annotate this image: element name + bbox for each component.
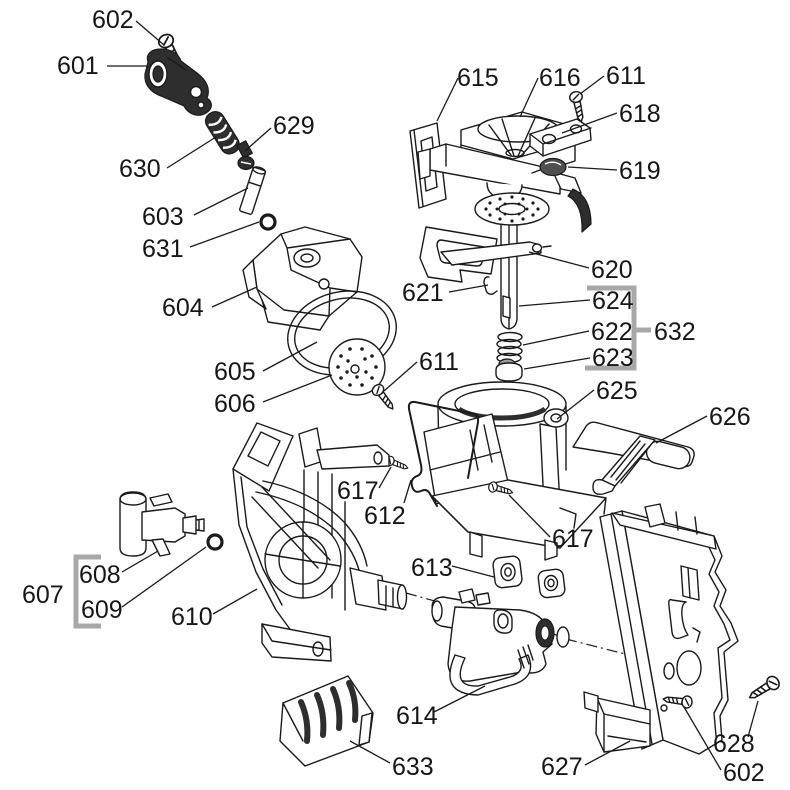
part-label-632: 632 <box>654 318 696 346</box>
part-inlet-valve-608 <box>119 491 205 557</box>
part-pump-valve-614 <box>431 588 555 696</box>
part-label-618: 618 <box>619 100 661 128</box>
part-spring-630 <box>204 110 240 155</box>
part-drive-frame-610 <box>232 422 408 662</box>
part-label-621: 621 <box>402 279 444 307</box>
part-inlet-funnel-616 <box>417 111 576 200</box>
screw-611-mid-icon <box>369 381 399 414</box>
part-oring-609 <box>206 533 224 551</box>
part-plunger-623 <box>495 358 523 382</box>
part-label-609: 609 <box>81 596 123 624</box>
part-label-607: 607 <box>22 581 64 609</box>
part-clip-621 <box>483 276 498 295</box>
part-label-611-mid: 611 <box>419 348 459 376</box>
part-label-615: 615 <box>457 64 499 92</box>
part-label-614: 614 <box>396 702 438 730</box>
part-ribbed-cover-633 <box>279 675 374 767</box>
part-label-620: 620 <box>591 256 633 284</box>
part-label-613: 613 <box>411 554 453 582</box>
part-label-610: 610 <box>171 603 213 631</box>
part-label-623: 623 <box>592 344 634 372</box>
part-release-lever-626 <box>572 421 695 496</box>
part-label-629: 629 <box>273 112 315 140</box>
group-bracket-632 <box>585 285 651 371</box>
part-label-602-bottom: 602 <box>723 759 765 787</box>
group-bracket-607 <box>73 554 101 629</box>
part-pad-619 <box>531 157 592 233</box>
part-label-612: 612 <box>364 502 406 530</box>
part-spring-622 <box>496 331 523 364</box>
screw-628-icon <box>745 673 783 705</box>
part-bolt-629 <box>236 140 255 171</box>
leader-lines <box>107 20 759 771</box>
part-label-627: 627 <box>541 753 583 781</box>
part-rear-panel-627 <box>583 503 739 755</box>
part-oring-631 <box>259 213 277 231</box>
part-label-603: 603 <box>142 203 184 231</box>
part-label-631: 631 <box>142 235 184 263</box>
part-label-608: 608 <box>79 561 121 589</box>
part-label-622: 622 <box>591 318 633 346</box>
part-shower-disc-606 <box>328 338 386 396</box>
part-label-616: 616 <box>539 64 581 92</box>
part-valve-body-604 <box>242 226 363 331</box>
screw-611-top-icon <box>568 89 589 124</box>
part-retaining-wire-612 <box>407 400 480 507</box>
part-label-604: 604 <box>162 294 204 322</box>
part-label-626: 626 <box>709 403 751 431</box>
part-label-633: 633 <box>392 753 434 781</box>
part-nuts-613 <box>492 555 566 599</box>
part-label-605: 605 <box>214 358 256 386</box>
part-lever-601 <box>144 48 212 116</box>
part-label-617-left: 617 <box>337 477 379 505</box>
part-label-624: 624 <box>592 287 634 315</box>
part-label-611-top: 611 <box>606 62 646 90</box>
axis-washer <box>556 626 570 648</box>
part-shower-plate-616b <box>474 192 550 226</box>
part-holder-620 <box>419 226 552 283</box>
part-label-625: 625 <box>596 377 638 405</box>
part-label-602-top: 602 <box>92 6 134 34</box>
part-label-601: 601 <box>57 52 99 80</box>
part-label-606: 606 <box>214 390 256 418</box>
part-label-617-right: 617 <box>552 525 594 553</box>
part-label-619: 619 <box>619 157 661 185</box>
part-label-628: 628 <box>713 730 755 758</box>
part-label-630: 630 <box>119 155 161 183</box>
